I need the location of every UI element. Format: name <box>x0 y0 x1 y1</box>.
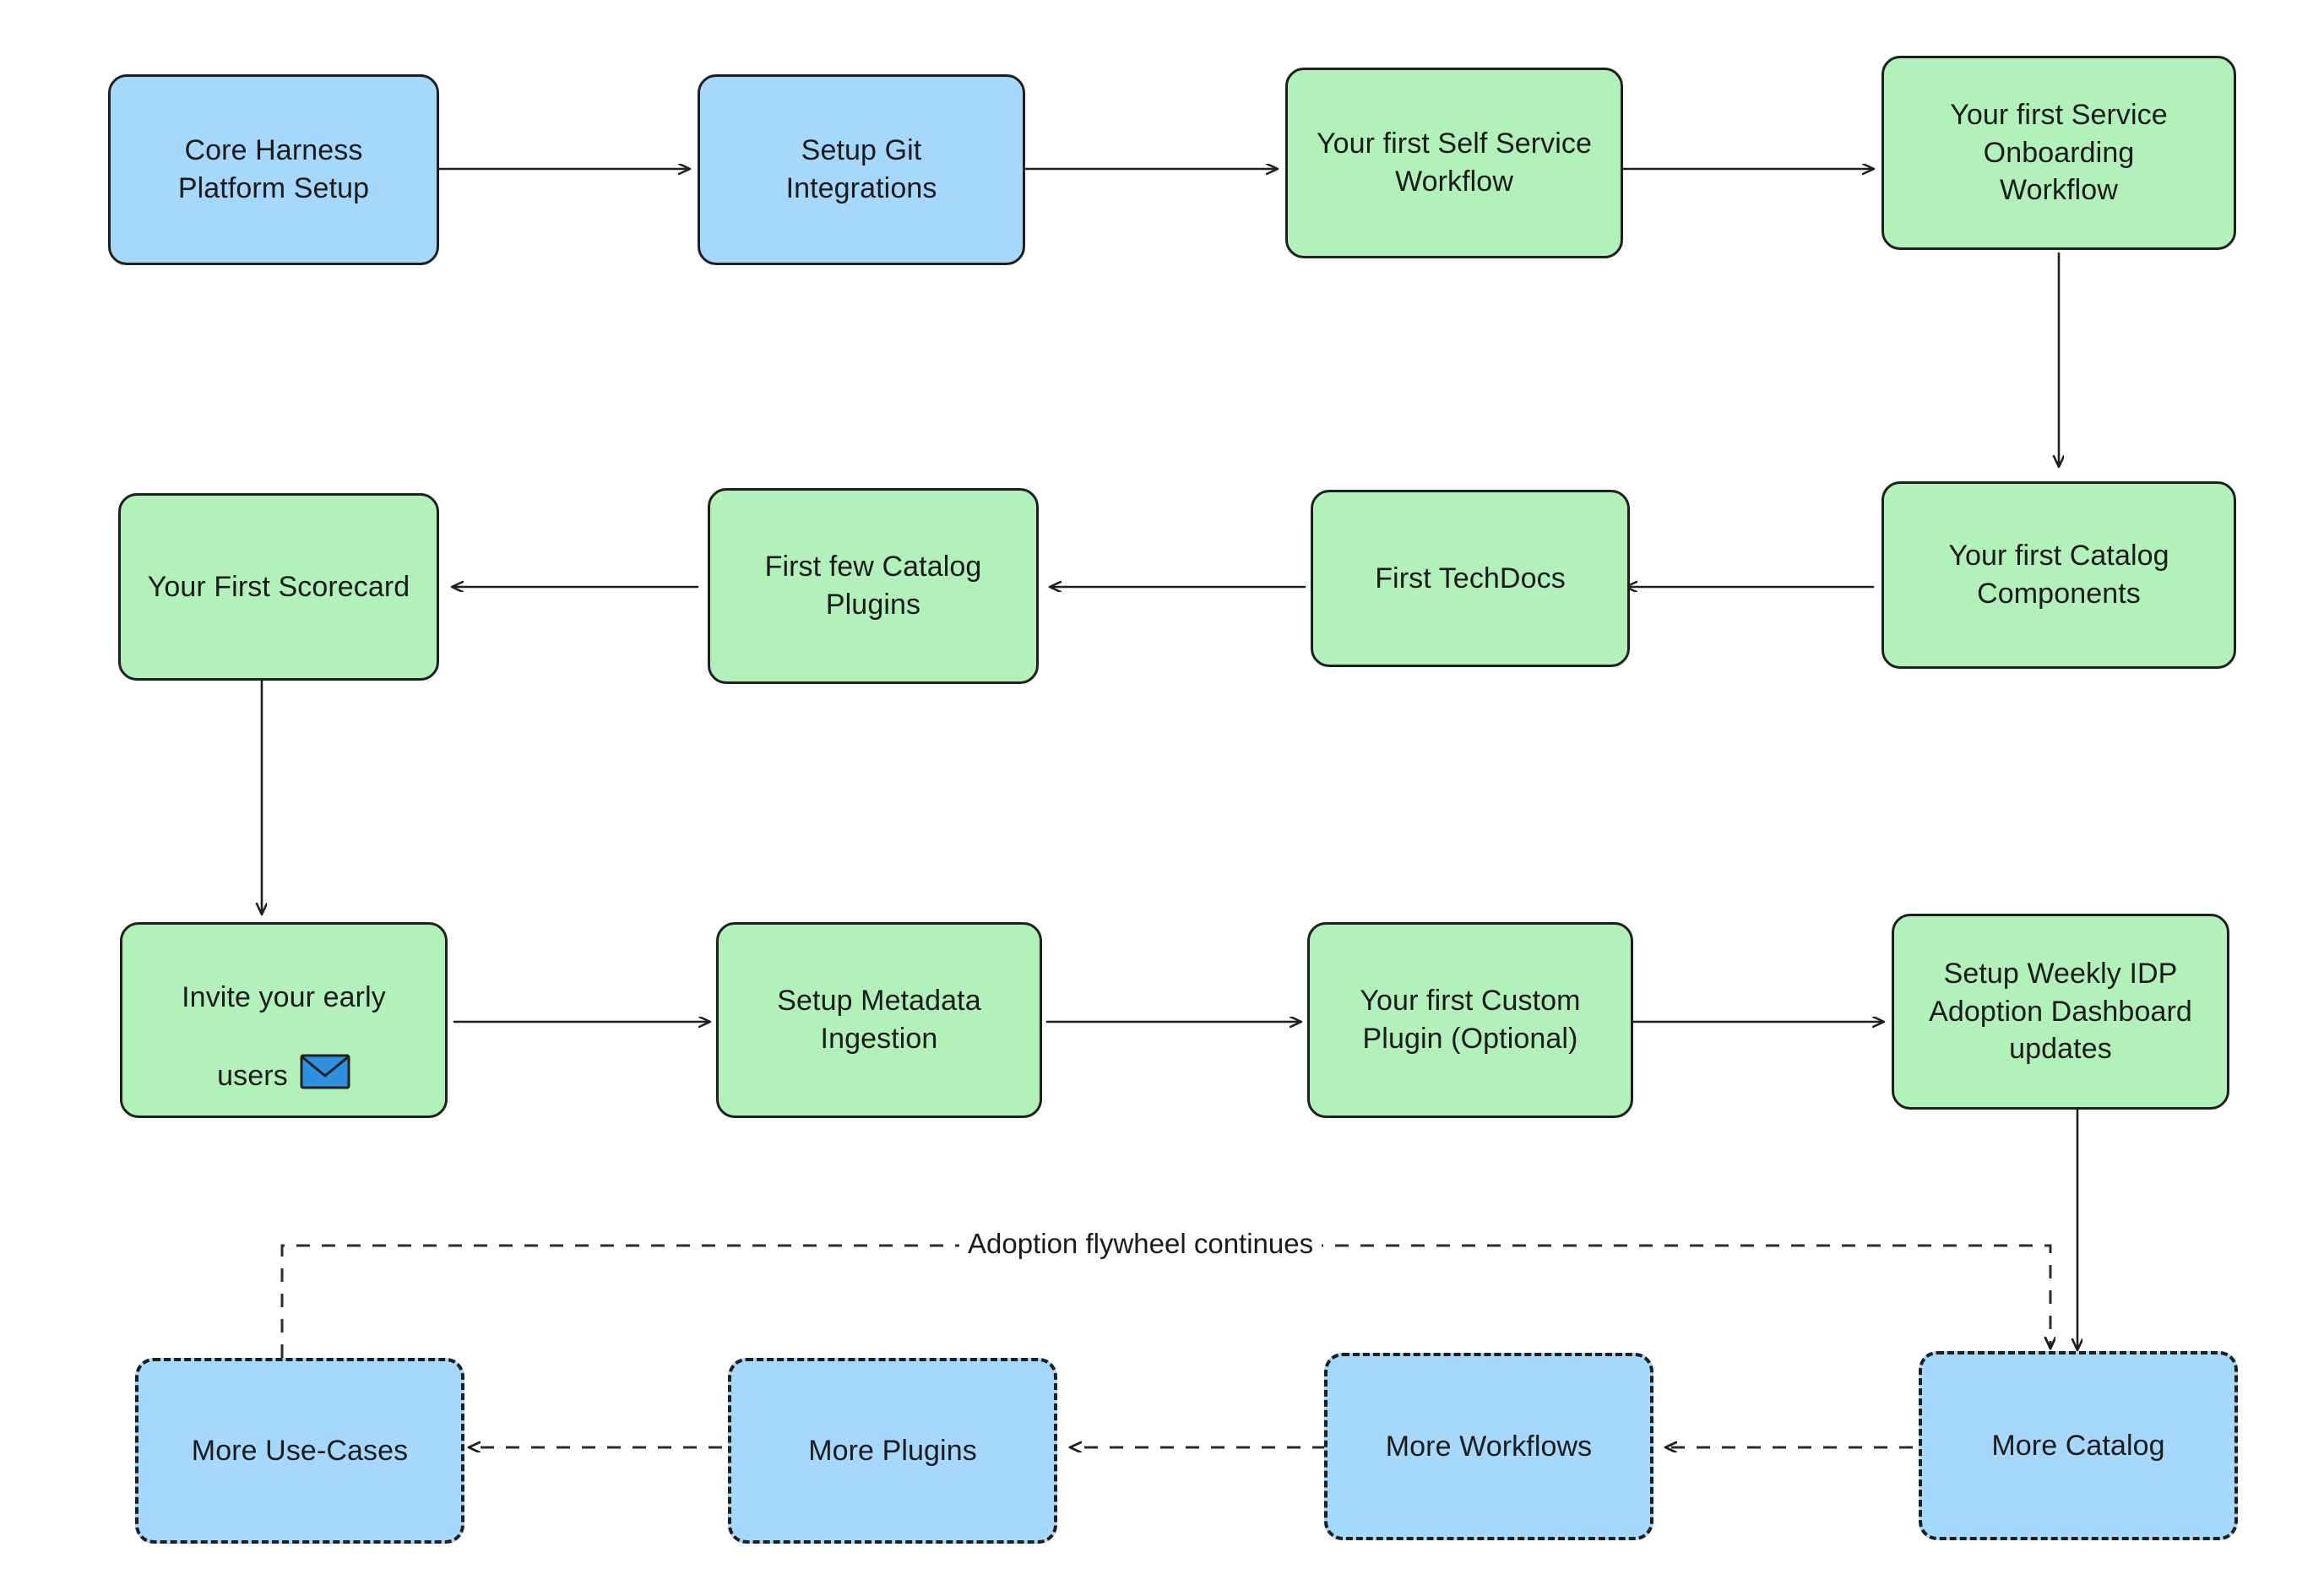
node-more-workflows[interactable]: More Workflows <box>1324 1353 1653 1540</box>
node-label-text: Invite your early users <box>182 980 386 1092</box>
node-label: More Workflows <box>1385 1430 1593 1463</box>
node-setup-weekly-idp-adoption-dashboard-updates[interactable]: Setup Weekly IDP Adoption Dashboard upda… <box>1892 914 2229 1110</box>
node-more-plugins[interactable]: More Plugins <box>728 1358 1057 1544</box>
node-setup-git-integrations[interactable]: Setup Git Integrations <box>698 74 1025 265</box>
node-more-use-cases[interactable]: More Use-Cases <box>135 1358 464 1544</box>
node-label: Setup Weekly IDP Adoption Dashboard upda… <box>1929 957 2192 1066</box>
node-label: More Catalog <box>1991 1429 2165 1462</box>
node-more-catalog[interactable]: More Catalog <box>1919 1351 2238 1540</box>
node-label: Your first Service Onboarding Workflow <box>1950 98 2168 207</box>
node-your-first-catalog-components[interactable]: Your first Catalog Components <box>1881 481 2236 669</box>
node-your-first-service-onboarding-workflow[interactable]: Your first Service Onboarding Workflow <box>1881 56 2236 250</box>
node-label: Your first Catalog Components <box>1948 540 2169 610</box>
node-label: Your first Custom Plugin (Optional) <box>1360 985 1581 1055</box>
node-your-first-self-service-workflow[interactable]: Your first Self Service Workflow <box>1285 68 1623 258</box>
node-label: Core Harness Platform Setup <box>177 134 370 204</box>
node-label: More Use-Cases <box>191 1434 409 1467</box>
node-first-techdocs[interactable]: First TechDocs <box>1311 490 1630 667</box>
node-label: Your first Self Service Workflow <box>1316 128 1593 198</box>
node-label: First few Catalog Plugins <box>764 551 982 621</box>
node-first-few-catalog-plugins[interactable]: First few Catalog Plugins <box>708 488 1039 684</box>
node-your-first-scorecard[interactable]: Your First Scorecard <box>118 493 439 681</box>
node-setup-metadata-ingestion[interactable]: Setup Metadata Ingestion <box>716 922 1042 1118</box>
node-label: More Plugins <box>808 1434 977 1467</box>
node-invite-your-early-users[interactable]: Invite your early users <box>120 922 448 1118</box>
edge-n16-n13-flywheel <box>280 1244 2050 1358</box>
edge-label-adoption-flywheel: Adoption flywheel continues <box>959 1228 1322 1259</box>
edge-label-text: Adoption flywheel continues <box>968 1228 1314 1259</box>
node-label: Setup Git Integrations <box>785 134 937 204</box>
node-your-first-custom-plugin[interactable]: Your first Custom Plugin (Optional) <box>1307 922 1633 1118</box>
node-label: First TechDocs <box>1375 562 1566 594</box>
envelope-icon <box>300 1017 350 1100</box>
node-core-harness-platform-setup[interactable]: Core Harness Platform Setup <box>108 74 439 265</box>
node-label: Invite your early users <box>182 941 386 1100</box>
node-label: Your First Scorecard <box>147 570 410 603</box>
node-label: Setup Metadata Ingestion <box>777 985 981 1055</box>
